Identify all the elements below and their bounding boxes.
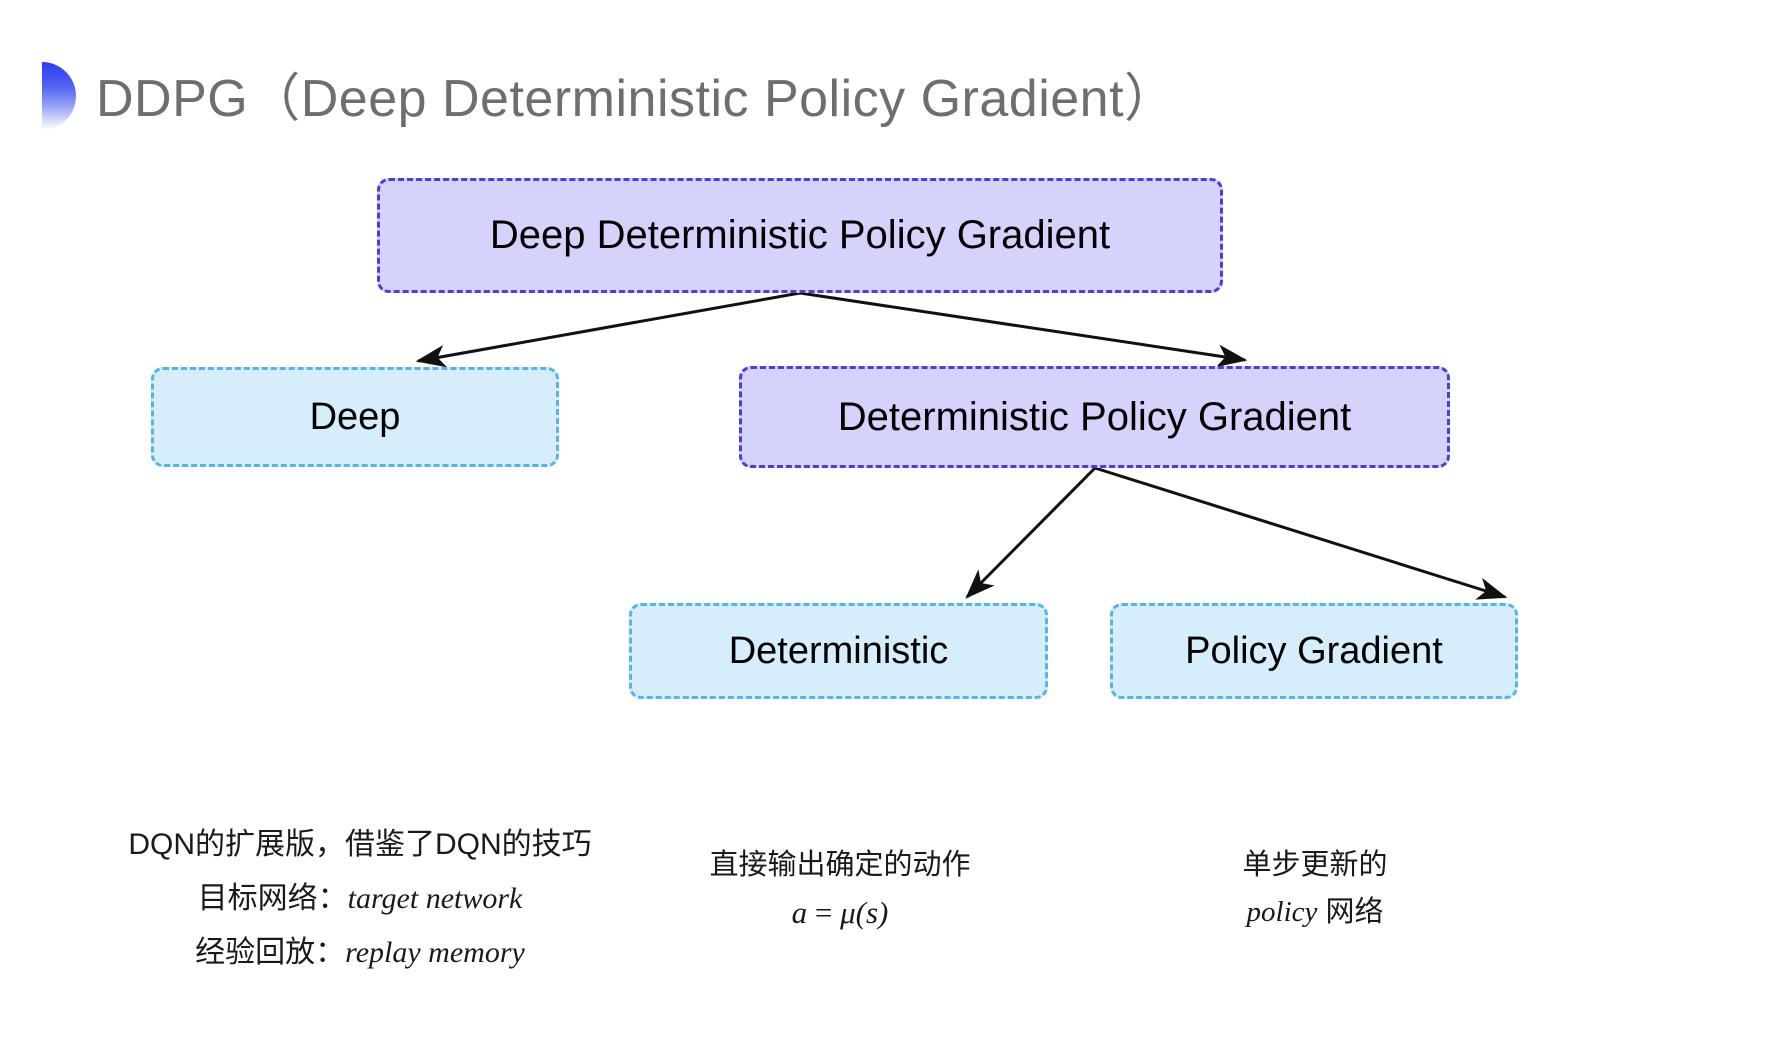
caption-policy-gradient-line-2: policy 网络 (1130, 889, 1500, 936)
caption-deep-line-2-label: 目标网络： (197, 882, 348, 915)
caption-policy-gradient: 单步更新的 policy 网络 (1130, 842, 1500, 936)
caption-policy-gradient-line-1: 单步更新的 (1242, 849, 1388, 881)
node-label: Policy Gradient (1185, 629, 1443, 672)
node-label: Deterministic Policy Gradient (837, 394, 1352, 439)
node-label: Deep Deterministic Policy Gradient (489, 213, 1111, 257)
edge-root-to-deep (415, 291, 801, 368)
caption-deep-line-3: 经验回放：replay memory (60, 926, 660, 980)
caption-deep: DQN的扩展版，借鉴了DQN的技巧 目标网络：target network 经验… (60, 818, 660, 980)
formula-lhs: a (791, 895, 808, 930)
half-circle-gradient-icon (42, 62, 76, 130)
node-deterministic[interactable]: Deterministic (629, 603, 1048, 699)
caption-deterministic-formula: a = μ(s) (650, 889, 1030, 936)
edge-dpg-to-deterministic (965, 466, 1097, 599)
page-title: DDPG（Deep Deterministic Policy Gradient） (96, 70, 1177, 128)
caption-deep-line-2-term: target network (347, 882, 523, 915)
node-policy-gradient[interactable]: Policy Gradient (1110, 603, 1518, 699)
node-deep-deterministic-policy-gradient[interactable]: Deep Deterministic Policy Gradient (377, 178, 1223, 293)
node-label: Deep (309, 395, 401, 438)
formula-rhs: μ(s) (840, 895, 889, 930)
node-label: Deterministic (728, 629, 949, 672)
node-deterministic-policy-gradient[interactable]: Deterministic Policy Gradient (739, 366, 1450, 468)
caption-policy-gradient-term: policy (1246, 896, 1318, 928)
caption-deep-line-2: 目标网络：target network (60, 872, 660, 926)
caption-deterministic: 直接输出确定的动作 a = μ(s) (650, 842, 1030, 936)
node-deep[interactable]: Deep (151, 367, 559, 467)
formula-equals: = (807, 895, 841, 930)
caption-deterministic-line-1: 直接输出确定的动作 (709, 849, 971, 881)
edge-root-to-dpg (799, 291, 1248, 368)
caption-policy-gradient-suffix: 网络 (1317, 896, 1384, 928)
caption-deep-line-3-label: 经验回放： (195, 936, 346, 969)
caption-deep-line-1: DQN的扩展版，借鉴了DQN的技巧 (128, 828, 592, 861)
caption-deep-line-3-term: replay memory (345, 936, 525, 969)
edge-dpg-to-policy-gradient (1094, 466, 1508, 600)
